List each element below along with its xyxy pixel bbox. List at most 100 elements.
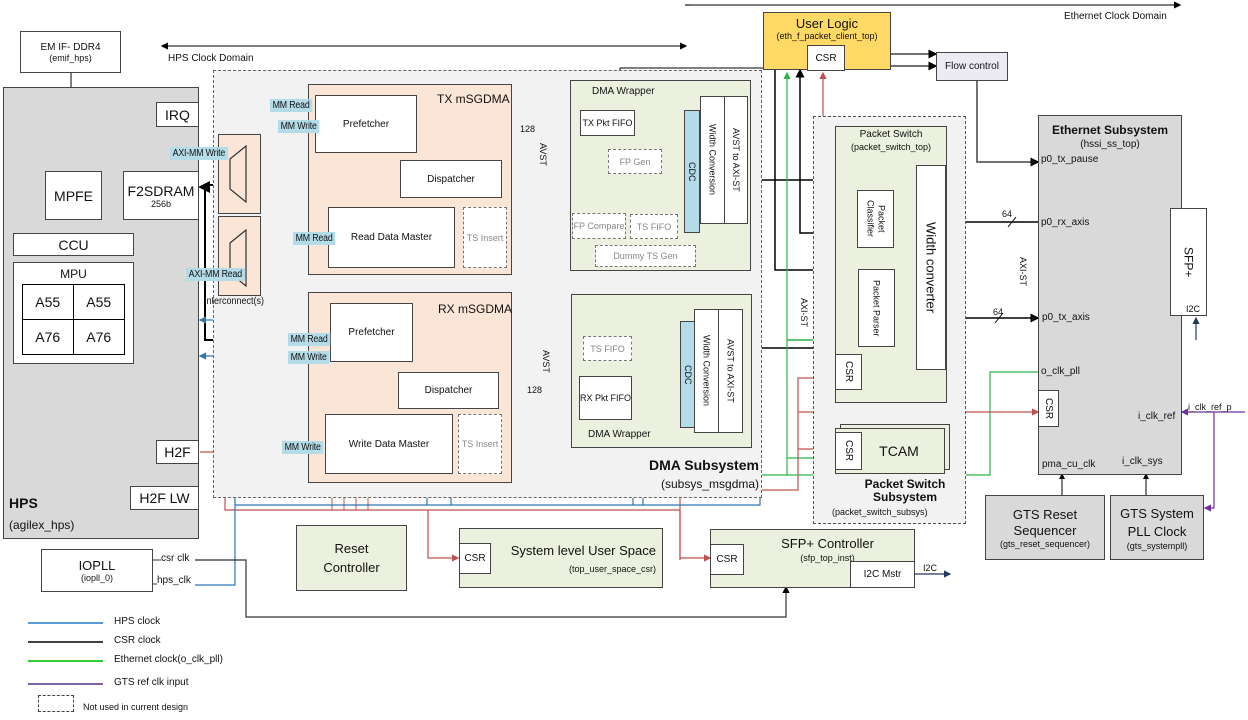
iopll-sub: (iopll_0)	[80, 573, 113, 583]
h2f-block[interactable]: H2F	[156, 440, 199, 464]
rx-msgdma-title: RX mSGDMA	[438, 302, 513, 316]
rx-avst-to-axist-label: AVST to AXI-ST	[725, 339, 736, 403]
fp-compare[interactable]: FP Compare	[572, 213, 626, 239]
ethernet-csr[interactable]: CSR	[1038, 390, 1059, 427]
gts-reset-title: GTS Reset Sequencer	[1012, 506, 1078, 538]
rx-write-data-master[interactable]: Write Data Master	[325, 414, 453, 474]
user-space-block[interactable]: System level User Space (top_user_space_…	[459, 528, 663, 588]
iopll-block[interactable]: IOPLL (iopll_0)	[41, 549, 153, 592]
iopll-title: IOPLL	[78, 558, 116, 573]
packet-switch-subsystem-sub: (packet_switch_subsys)	[832, 507, 928, 517]
rx-cdc-label: CDC	[683, 364, 693, 385]
tx-bus-width-label: 128	[520, 124, 536, 134]
hps-title: HPS	[9, 495, 38, 511]
tx-cdc[interactable]: CDC	[684, 110, 700, 233]
i2c-master-label: I2C Mstr	[863, 569, 902, 580]
i2c-master[interactable]: I2C Mstr	[850, 561, 915, 588]
legend-ethernet-clock-swatch	[28, 660, 103, 662]
legend-gts-ref-swatch	[28, 683, 103, 685]
h2f-lw-block[interactable]: H2F LW	[130, 486, 199, 510]
packet-switch-sub: (packet_switch_top)	[850, 142, 932, 152]
csr-clk-label: csr clk	[161, 553, 190, 564]
ethernet-axist-label: AXI-ST	[1018, 257, 1028, 287]
tx-read-data-master[interactable]: Read Data Master	[328, 207, 455, 268]
mpfe-block[interactable]: MPFE	[45, 171, 102, 220]
tx-ts-fifo[interactable]: TS FIFO	[630, 214, 678, 239]
tx-read-data-master-label: Read Data Master	[350, 232, 433, 243]
packet-parser[interactable]: Packet Parser	[858, 269, 895, 347]
port-p0-rx-axis: p0_rx_axis	[1041, 217, 1090, 228]
legend-csr-clock-swatch	[28, 641, 103, 643]
axi-mm-read-tag: AXI-MM Read	[186, 268, 245, 281]
user-space-title: System level User Space	[510, 542, 656, 558]
rx-pkt-fifo-label: RX Pkt FIFO	[580, 392, 632, 403]
ethernet-csr-label: CSR	[1043, 397, 1054, 420]
tx-prefetcher[interactable]: Prefetcher	[315, 95, 417, 153]
user-logic-csr[interactable]: CSR	[807, 45, 845, 71]
dummy-ts-gen[interactable]: Dummy TS Gen	[595, 245, 696, 267]
packet-classifier[interactable]: Packet Classifier	[857, 190, 894, 248]
f2sdram-width: 256b	[150, 198, 172, 209]
dma-subsystem-sub: (subsys_msgdma)	[661, 477, 760, 491]
flow-control-label: Flow control	[945, 61, 999, 72]
packet-parser-label: Packet Parser	[871, 279, 882, 337]
rx-avst-to-axist[interactable]: AVST to AXI-ST	[718, 309, 743, 433]
port-i-clk-sys: i_clk_sys	[1122, 456, 1163, 467]
port-p0-tx-axis: p0_tx_axis	[1042, 312, 1090, 323]
packet-switch-csr[interactable]: CSR	[835, 354, 862, 390]
core-a76-1: A76	[86, 328, 112, 345]
width-converter[interactable]: Width converter	[916, 165, 946, 370]
tx-width-conversion[interactable]: Width Conversion	[700, 96, 725, 224]
flow-control-block[interactable]: Flow control	[936, 52, 1008, 81]
tx-dispatcher[interactable]: Dispatcher	[400, 160, 502, 198]
reset-controller[interactable]: Reset Controller	[296, 525, 407, 591]
i-clk-ref-p-label: i_clk_ref_p	[1188, 402, 1232, 412]
rx-dispatcher[interactable]: Dispatcher	[398, 372, 499, 409]
rx-bus-width-label: 128	[527, 385, 543, 395]
rx-ts-insert[interactable]: TS Insert	[458, 414, 502, 474]
rx-pkt-fifo[interactable]: RX Pkt FIFO	[579, 376, 632, 420]
tx-mm-read-master-tag: MM Read	[293, 232, 336, 245]
tx-cdc-label: CDC	[687, 161, 697, 182]
user-space-csr[interactable]: CSR	[459, 543, 491, 574]
ccu-block[interactable]: CCU	[13, 233, 134, 256]
user-logic-sub: (eth_f_packet_client_top)	[776, 31, 878, 41]
gts-reset-sequencer[interactable]: GTS Reset Sequencer (gts_reset_sequencer…	[985, 495, 1105, 560]
tx-axis-width-label: 64	[993, 307, 1004, 317]
fp-gen[interactable]: FP Gen	[608, 149, 662, 174]
tx-bus-avst-label: AVST	[538, 143, 548, 166]
tx-prefetcher-label: Prefetcher	[342, 118, 390, 130]
tx-pkt-fifo[interactable]: TX Pkt FIFO	[580, 110, 635, 136]
user-space-sub: (top_user_space_csr)	[568, 563, 656, 574]
emif-ddr4-block[interactable]: EM IF- DDR4 (emif_hps)	[20, 31, 121, 73]
tx-mm-read-tag: MM Read	[270, 99, 313, 112]
ethernet-subsystem[interactable]: Ethernet Subsystem (hssi_ss_top)	[1038, 115, 1182, 475]
sfp-plus-block[interactable]: SFP+	[1170, 208, 1207, 316]
sfp-controller-csr[interactable]: CSR	[710, 544, 744, 575]
rx-prefetcher[interactable]: Prefetcher	[330, 303, 413, 362]
rx-dma-wrapper-title: DMA Wrapper	[588, 429, 651, 440]
core-a55-0: A55	[23, 285, 74, 320]
tx-avst-to-axist[interactable]: AVST to AXI-ST	[724, 96, 748, 224]
rx-ts-fifo[interactable]: TS FIFO	[583, 336, 632, 361]
rx-ts-insert-label: TS Insert	[461, 439, 499, 449]
core-grid: A55 A55 A76 A76	[22, 284, 125, 355]
rx-prefetcher-label: Prefetcher	[348, 327, 395, 338]
f2sdram-block[interactable]: F2SDRAM 256b	[123, 171, 199, 220]
fp-compare-label: FP Compare	[573, 220, 625, 231]
gts-system-pll[interactable]: GTS System PLL Clock (gts_systempll)	[1110, 495, 1204, 560]
emif-sub: (emif_hps)	[49, 52, 92, 63]
rx-width-conversion-label: Width Conversion	[701, 335, 712, 407]
rx-width-conversion[interactable]: Width Conversion	[694, 309, 719, 433]
dummy-ts-gen-label: Dummy TS Gen	[613, 251, 678, 261]
port-pma-cu-clk: pma_cu_clk	[1042, 459, 1096, 470]
mpfe-label: MPFE	[54, 187, 93, 204]
irq-block[interactable]: IRQ	[156, 102, 199, 127]
gts-pll-sub: (gts_systempll)	[1126, 540, 1188, 551]
tx-avst-to-axist-label: AVST to AXI-ST	[731, 128, 741, 192]
legend-hps-clock-swatch	[28, 622, 103, 624]
tcam-csr[interactable]: CSR	[835, 432, 862, 470]
hps-sub: (agilex_hps)	[9, 518, 75, 532]
tx-ts-insert[interactable]: TS Insert	[463, 207, 507, 268]
legend-gts-ref: GTS ref clk input	[114, 677, 189, 688]
